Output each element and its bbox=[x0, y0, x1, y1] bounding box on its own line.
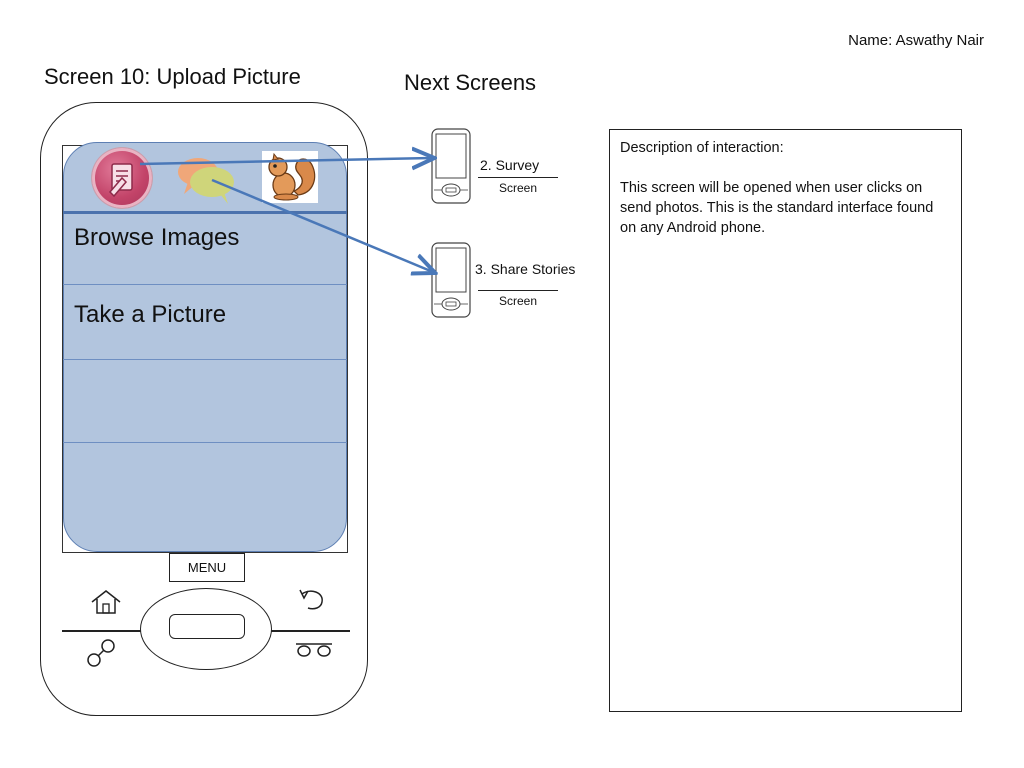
squirrel-icon[interactable] bbox=[262, 151, 318, 203]
share-stories-screen-sub: Screen bbox=[498, 294, 538, 308]
row-divider bbox=[63, 284, 347, 285]
hardware-divider-left bbox=[62, 630, 142, 632]
back-icon[interactable] bbox=[296, 586, 328, 616]
take-picture-item[interactable]: Take a Picture bbox=[74, 301, 227, 328]
survey-screen-label: 2. Survey bbox=[480, 157, 540, 173]
menu-button[interactable]: MENU bbox=[169, 553, 245, 582]
browse-images-item[interactable]: Browse Images bbox=[74, 224, 240, 251]
row-divider bbox=[63, 442, 347, 443]
search-icon[interactable] bbox=[84, 636, 120, 670]
survey-screen-sub: Screen bbox=[498, 181, 538, 195]
label-underline bbox=[478, 290, 558, 292]
dpad[interactable] bbox=[140, 588, 272, 670]
share-stories-screen-thumbnail[interactable] bbox=[431, 242, 471, 318]
description-title: Description of interaction: bbox=[620, 140, 784, 156]
speech-bubbles-icon[interactable] bbox=[174, 152, 240, 208]
hardware-divider-right bbox=[270, 630, 350, 632]
row-divider bbox=[63, 359, 347, 360]
description-body: This screen will be opened when user cli… bbox=[620, 180, 934, 236]
survey-screen-thumbnail[interactable] bbox=[431, 128, 471, 204]
share-stories-screen-label: 3. Share Stories bbox=[475, 261, 576, 277]
survey-pencil-icon[interactable] bbox=[92, 148, 152, 208]
settings-icon[interactable] bbox=[294, 640, 334, 660]
screen-title: Screen 10: Upload Picture bbox=[44, 64, 301, 89]
label-underline bbox=[478, 177, 558, 179]
home-icon[interactable] bbox=[89, 588, 123, 616]
next-screens-title: Next Screens bbox=[404, 70, 537, 95]
author-name: Name: Aswathy Nair bbox=[848, 32, 984, 49]
icon-bar-divider bbox=[63, 211, 347, 214]
dpad-center-button[interactable] bbox=[169, 614, 245, 639]
description-box: Description of interaction: This screen … bbox=[609, 129, 962, 712]
